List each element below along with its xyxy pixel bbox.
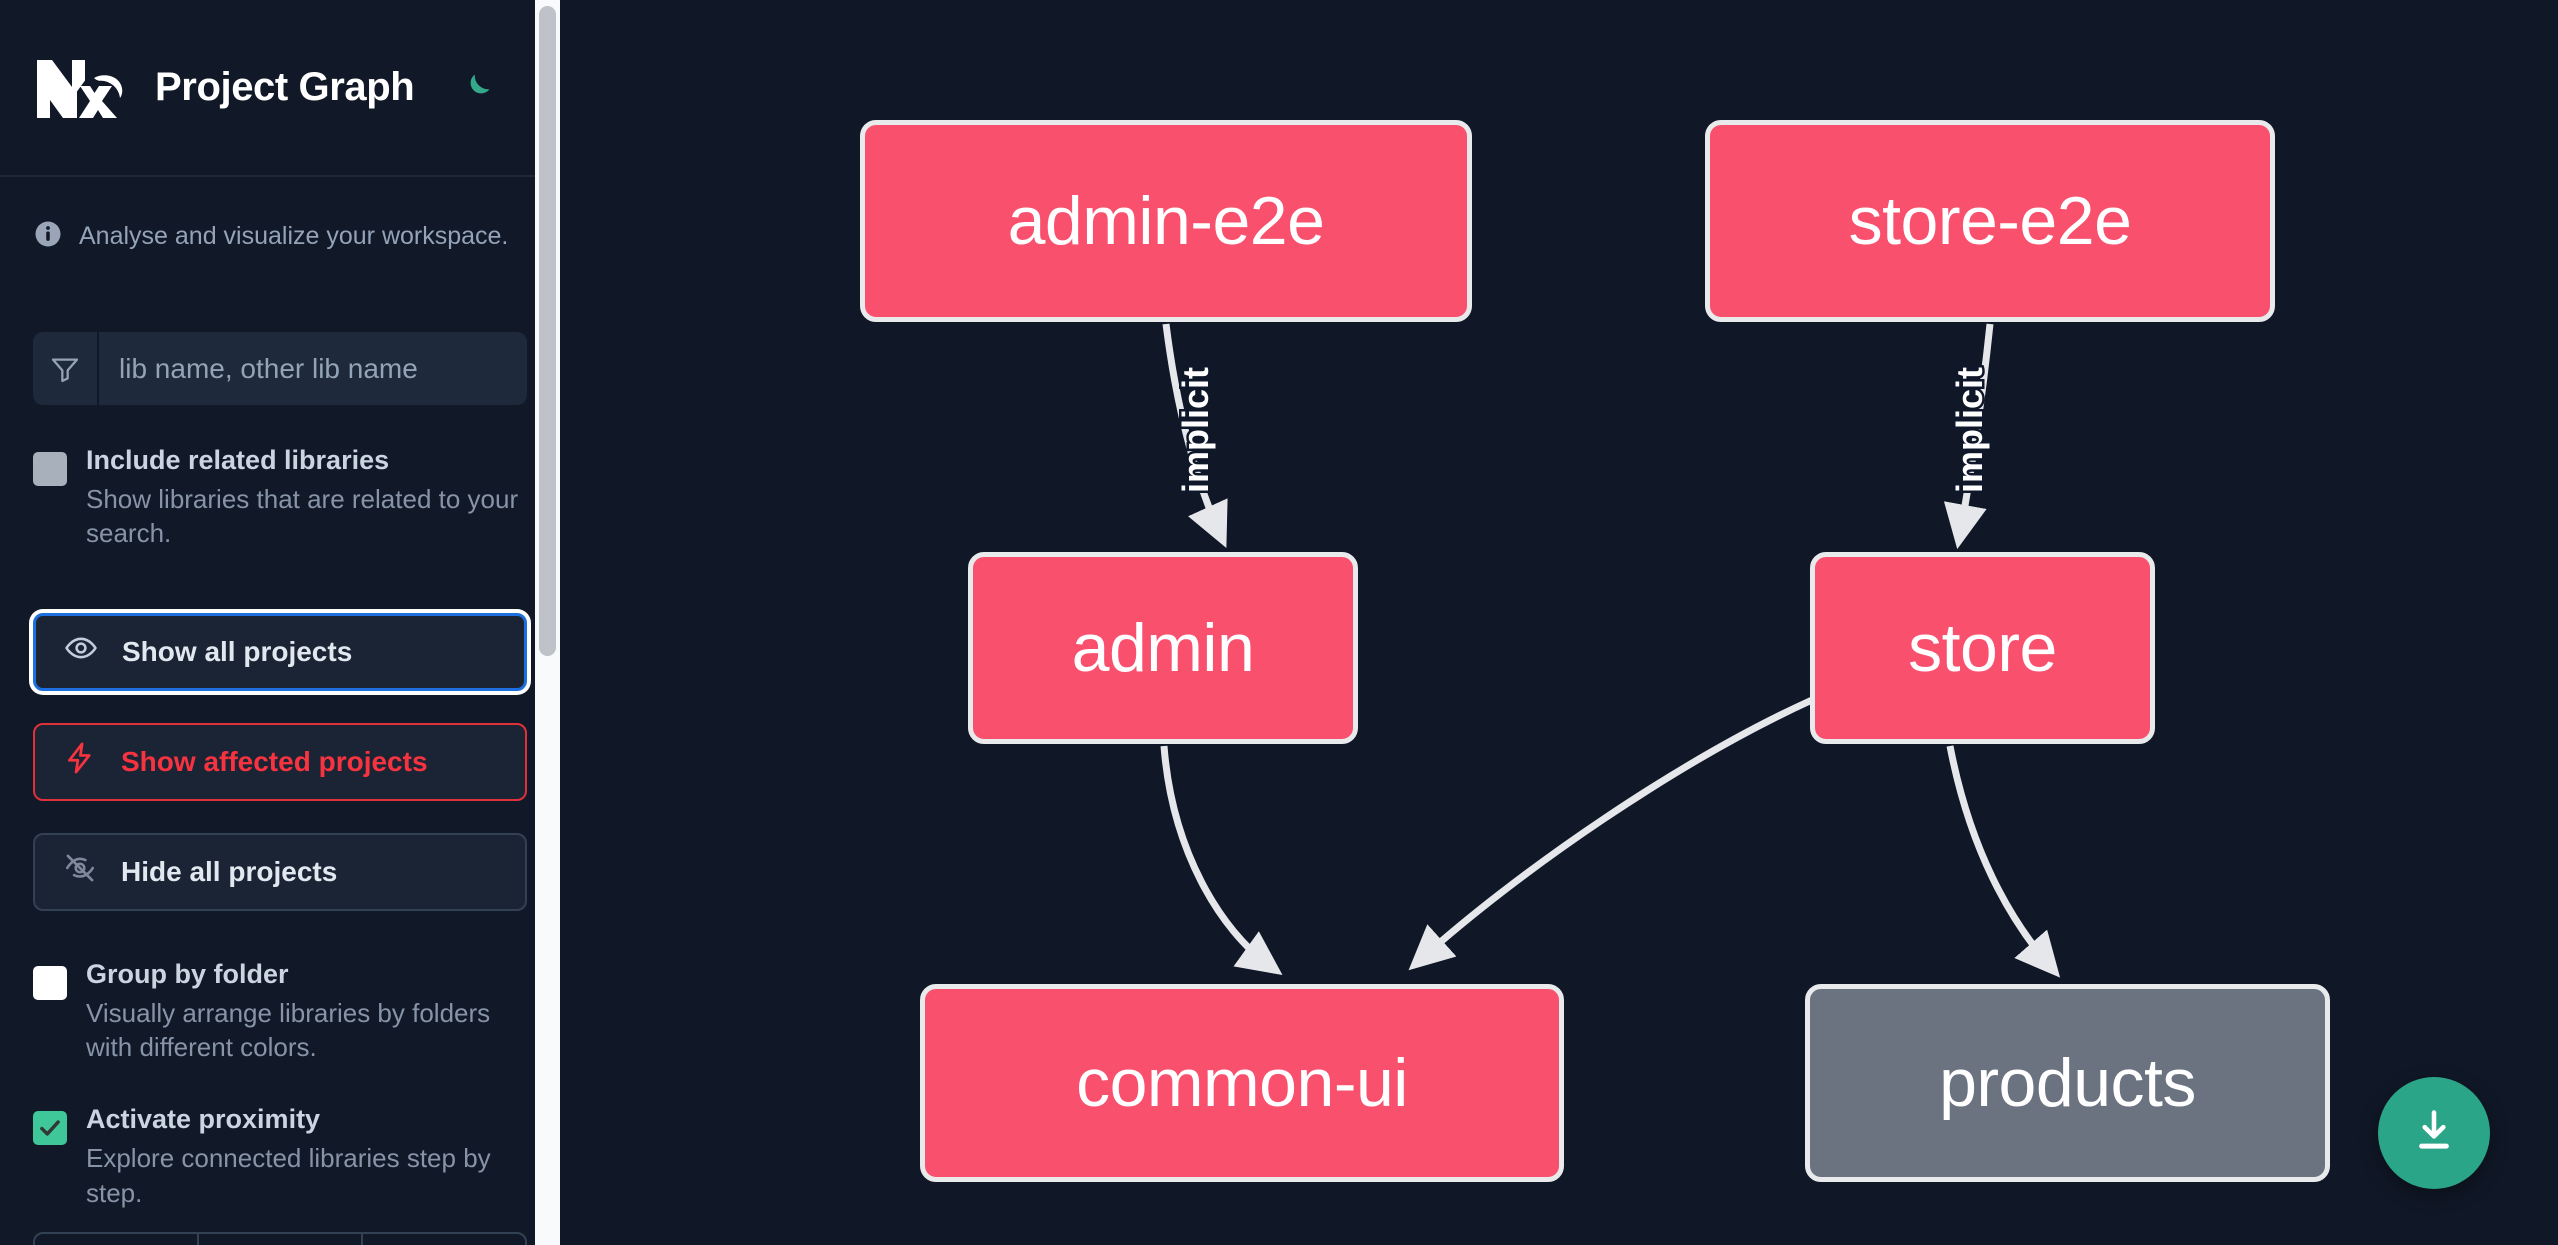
segmented-control-option-2[interactable] bbox=[199, 1234, 363, 1245]
edge-admin-e2e-to-admin bbox=[1162, 323, 1228, 549]
show-affected-projects-label: Show affected projects bbox=[121, 745, 428, 777]
show-all-projects-button[interactable]: Show all projects bbox=[33, 612, 527, 691]
eye-off-icon bbox=[63, 851, 97, 892]
graph-node-common-ui-label: common-ui bbox=[1076, 1045, 1408, 1121]
graph-node-store[interactable]: store bbox=[1810, 552, 2155, 744]
show-all-projects-label: Show all projects bbox=[122, 635, 353, 667]
graph-edges: implicit implicit bbox=[1160, 323, 2061, 978]
group-by-folder-description: Visually arrange libraries by folders wi… bbox=[86, 997, 491, 1062]
include-related-libraries-description: Show libraries that are related to your … bbox=[86, 484, 519, 549]
checkbox-group-by-folder[interactable]: Group by folder Visually arrange librari… bbox=[33, 958, 527, 1065]
workspace-blurb-text: Analyse and visualize your workspace. bbox=[79, 222, 509, 250]
edge-label-implicit-store: implicit bbox=[1949, 367, 1990, 493]
include-related-libraries-checkbox[interactable] bbox=[33, 452, 67, 486]
app-title: Project Graph bbox=[155, 65, 415, 109]
segmented-control-option-3[interactable] bbox=[363, 1234, 525, 1245]
edge-admin-to-common-ui bbox=[1160, 745, 1283, 976]
edge-labels: implicit implicit bbox=[1173, 364, 1993, 495]
edge-store-to-common-ui bbox=[1408, 696, 1814, 971]
group-by-folder-checkbox[interactable] bbox=[33, 965, 67, 1000]
graph-node-store-label: store bbox=[1908, 610, 2057, 686]
show-affected-projects-button[interactable]: Show affected projects bbox=[33, 722, 527, 801]
sidebar-scrollbar-thumb[interactable] bbox=[539, 6, 556, 656]
include-related-libraries-label: Include related libraries bbox=[86, 445, 390, 475]
edge-store-to-products bbox=[1946, 745, 2061, 978]
graph-node-products[interactable]: products bbox=[1805, 984, 2330, 1182]
moon-icon[interactable] bbox=[456, 68, 496, 108]
hide-all-projects-button[interactable]: Hide all projects bbox=[33, 832, 527, 911]
workspace-blurb: Analyse and visualize your workspace. bbox=[33, 219, 527, 254]
hide-all-projects-label: Hide all projects bbox=[121, 855, 338, 887]
checkbox-include-related-libraries[interactable]: Include related libraries Show libraries… bbox=[33, 447, 527, 551]
info-icon bbox=[33, 219, 63, 254]
graph-node-common-ui[interactable]: common-ui bbox=[920, 984, 1564, 1182]
activate-proximity-label: Activate proximity bbox=[86, 1104, 321, 1135]
download-icon bbox=[2408, 1105, 2460, 1162]
filter-search-box[interactable] bbox=[33, 332, 527, 405]
edge-store-e2e-to-store bbox=[1943, 323, 1994, 550]
group-by-folder-label: Group by folder bbox=[86, 958, 289, 989]
funnel-icon bbox=[33, 332, 99, 405]
eye-icon bbox=[64, 631, 98, 672]
segmented-control[interactable] bbox=[33, 1232, 527, 1245]
graph-node-store-e2e[interactable]: store-e2e bbox=[1705, 120, 2275, 322]
checkbox-activate-proximity[interactable]: Activate proximity Explore connected lib… bbox=[33, 1106, 527, 1210]
edge-label-implicit-admin: implicit bbox=[1175, 367, 1216, 493]
download-button[interactable] bbox=[2378, 1077, 2490, 1189]
activate-proximity-description: Explore connected libraries step by step… bbox=[86, 1143, 491, 1208]
graph-node-admin-e2e[interactable]: admin-e2e bbox=[860, 120, 1472, 322]
graph-node-store-e2e-label: store-e2e bbox=[1848, 183, 2132, 259]
lightning-bolt-icon bbox=[63, 741, 97, 782]
graph-node-products-label: products bbox=[1939, 1045, 2196, 1121]
graph-node-admin-e2e-label: admin-e2e bbox=[1007, 183, 1325, 259]
activate-proximity-checkbox[interactable] bbox=[33, 1111, 67, 1146]
search-input[interactable] bbox=[99, 332, 527, 405]
nx-logo-icon bbox=[33, 56, 125, 120]
graph-node-admin[interactable]: admin bbox=[968, 552, 1358, 744]
sidebar: Project Graph Analyse and visualize your… bbox=[0, 0, 560, 1245]
project-visibility-buttons: Show all projects Show affected projects bbox=[33, 612, 527, 911]
segmented-control-option-1[interactable] bbox=[35, 1234, 199, 1245]
sidebar-body: Analyse and visualize your workspace. In… bbox=[0, 219, 560, 1210]
graph-node-admin-label: admin bbox=[1071, 610, 1255, 686]
sidebar-header: Project Graph bbox=[0, 0, 560, 177]
sidebar-scrollbar[interactable] bbox=[535, 0, 560, 1245]
graph-canvas[interactable]: implicit implicit admin-e2e store-e2e ad… bbox=[560, 0, 2558, 1245]
